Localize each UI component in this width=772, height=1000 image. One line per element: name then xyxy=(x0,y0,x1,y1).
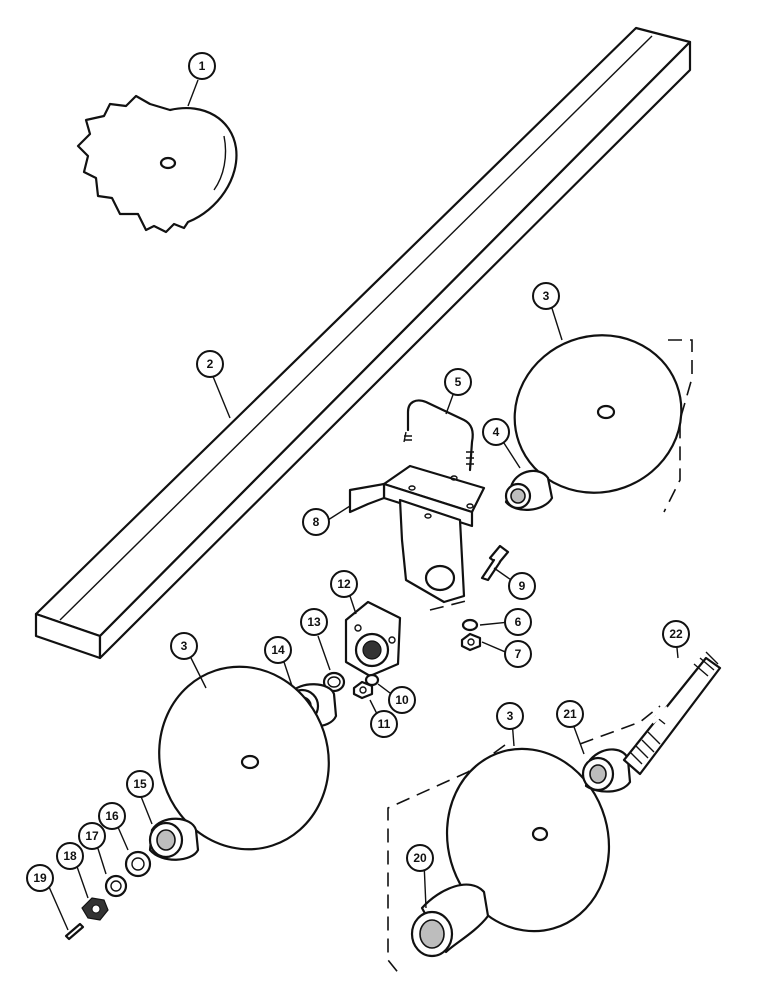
callout-label: 15 xyxy=(133,777,147,791)
callout-label: 4 xyxy=(493,425,500,439)
callout-3-left: 3 xyxy=(170,632,198,660)
disc-blade-upper-right xyxy=(513,334,683,494)
callout-label: 14 xyxy=(271,643,285,657)
callout-4: 4 xyxy=(482,418,510,446)
callout-2: 2 xyxy=(196,350,224,378)
callout-21: 21 xyxy=(556,700,584,728)
callout-14: 14 xyxy=(264,636,292,664)
callout-label: 10 xyxy=(395,693,409,707)
bearing-hanger-bracket xyxy=(348,464,486,604)
u-bolt xyxy=(403,399,474,472)
callout-label: 21 xyxy=(563,707,577,721)
callout-20: 20 xyxy=(406,844,434,872)
callout-label: 3 xyxy=(507,709,514,723)
gang-shaft-bar xyxy=(34,26,692,660)
callout-16: 16 xyxy=(98,802,126,830)
assembly-dashed-outline-right xyxy=(429,339,693,611)
callout-label: 6 xyxy=(515,615,522,629)
washer-17 xyxy=(104,874,128,898)
callout-17: 17 xyxy=(78,822,106,850)
cotter-pin xyxy=(64,922,85,941)
castle-nut xyxy=(81,897,109,921)
callout-19: 19 xyxy=(26,864,54,892)
callout-11: 11 xyxy=(370,710,398,738)
flange-bearing xyxy=(344,600,402,678)
callout-label: 22 xyxy=(669,627,683,641)
disc-blade-bottom-right xyxy=(445,747,611,933)
bearing-ring xyxy=(322,671,346,693)
callout-8: 8 xyxy=(302,508,330,536)
callout-label: 12 xyxy=(337,577,351,591)
callout-label: 7 xyxy=(515,647,522,661)
end-bumper-spool xyxy=(410,883,490,958)
callout-label: 18 xyxy=(63,849,77,863)
disc-blade-center-left xyxy=(158,665,330,851)
callout-label: 2 xyxy=(207,357,214,371)
callout-3-lower: 3 xyxy=(496,702,524,730)
callout-label: 9 xyxy=(519,579,526,593)
callout-15: 15 xyxy=(126,770,154,798)
callout-label: 11 xyxy=(378,717,391,731)
callout-18: 18 xyxy=(56,842,84,870)
hex-nut-lower xyxy=(352,680,374,700)
callout-1: 1 xyxy=(188,52,216,80)
callout-label: 19 xyxy=(33,871,47,885)
callout-13: 13 xyxy=(300,608,328,636)
callout-3-upper: 3 xyxy=(532,282,560,310)
callout-10: 10 xyxy=(388,686,416,714)
callout-label: 13 xyxy=(307,615,321,629)
callout-22: 22 xyxy=(662,620,690,648)
bumper-spool xyxy=(504,469,554,511)
threaded-shaft xyxy=(622,651,722,776)
callout-label: 1 xyxy=(199,59,206,73)
spacer-spool-21 xyxy=(581,748,632,793)
callout-label: 3 xyxy=(543,289,550,303)
callout-9: 9 xyxy=(508,572,536,600)
callout-label: 16 xyxy=(105,809,119,823)
callout-5: 5 xyxy=(444,368,472,396)
spacer-spool-15 xyxy=(148,817,200,861)
lock-washer xyxy=(461,618,479,632)
callout-label: 20 xyxy=(413,851,427,865)
callout-6: 6 xyxy=(504,608,532,636)
notched-disc-blade xyxy=(76,94,238,234)
callout-12: 12 xyxy=(330,570,358,598)
callout-label: 5 xyxy=(455,375,462,389)
callout-label: 17 xyxy=(85,829,99,843)
washer-16 xyxy=(124,850,152,878)
hex-bolt xyxy=(480,544,510,582)
callout-label: 8 xyxy=(313,515,320,529)
callout-label: 3 xyxy=(181,639,188,653)
callout-7: 7 xyxy=(504,640,532,668)
hex-nut-upper xyxy=(460,632,482,652)
